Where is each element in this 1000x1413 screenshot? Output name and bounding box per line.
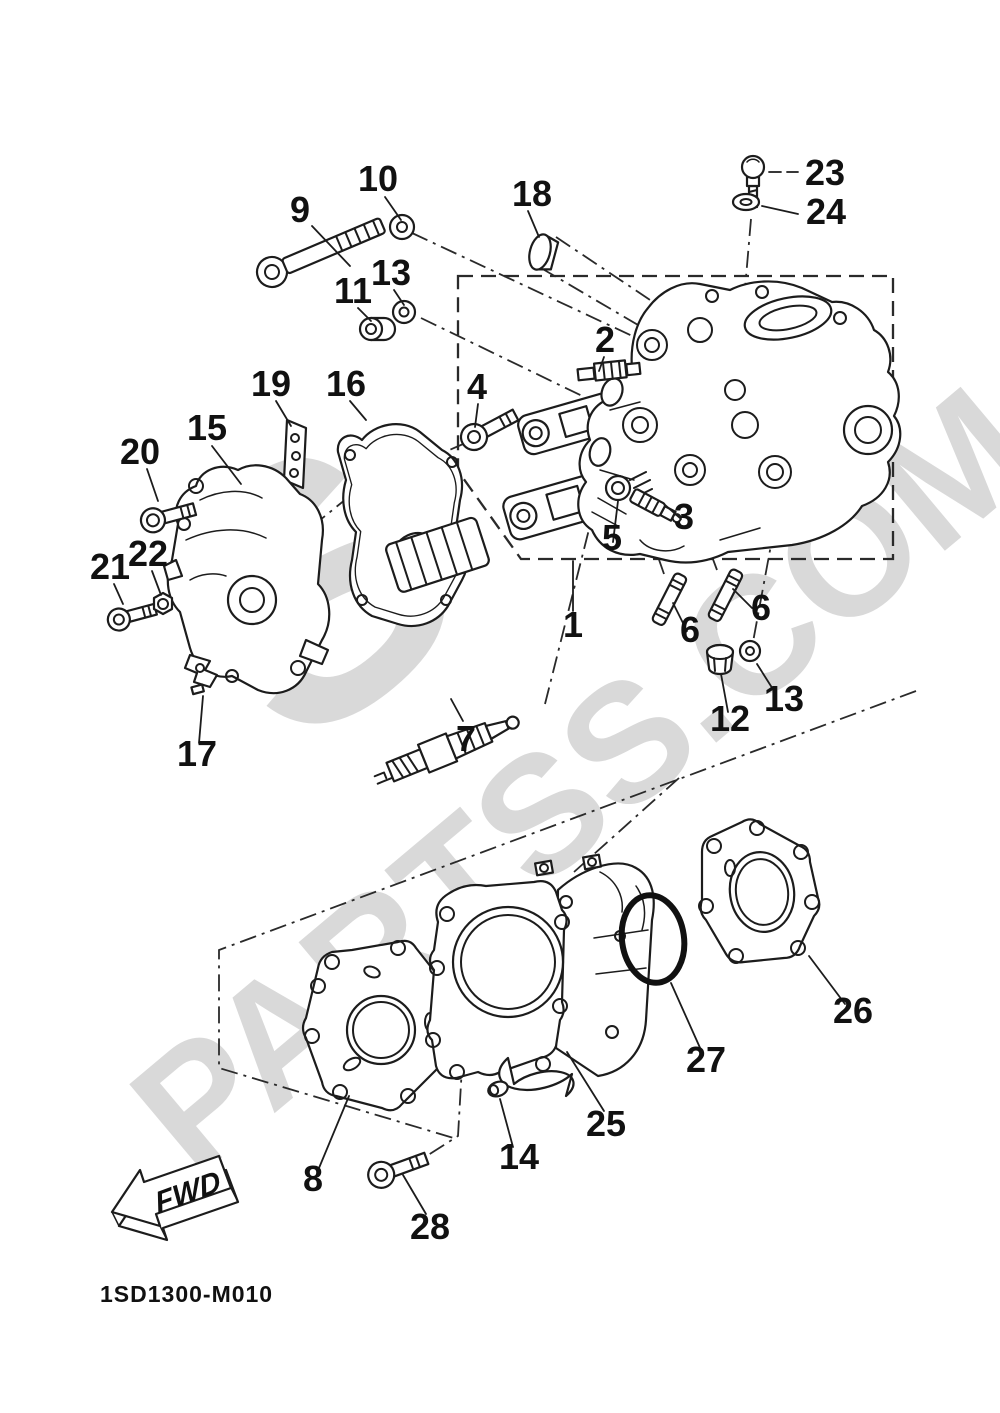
callout-22: 22 [128,533,168,574]
callout-23: 23 [805,152,845,193]
callout-26: 26 [833,990,873,1031]
callout-12: 12 [710,698,750,739]
leader-lines [113,171,846,1215]
callout-15: 15 [187,407,227,448]
part-18-cap-drawing [528,233,560,271]
part-13-washer-upper-drawing [391,299,417,325]
part-17-clamp-drawing [183,653,219,696]
part-21-bolt-drawing [106,602,158,632]
part-20-bolt-drawing [139,502,198,534]
callout-9: 9 [290,189,310,230]
part-6-stud-drawings [651,568,744,626]
part-4-bolt-drawing [459,408,520,452]
callout-13b: 13 [764,678,804,719]
part-11-collar-drawing [358,316,397,342]
part-19-plate-drawing [282,418,308,490]
part-8-cylinder-gasket-drawing [301,939,455,1112]
callout-14: 14 [499,1136,539,1177]
part-7-spark-plug-drawing [373,715,520,785]
part-28-bolt-drawing [367,1151,430,1189]
callout-11: 11 [334,270,372,311]
part-27-oring-drawing [618,892,688,986]
callout-10: 10 [358,158,398,199]
part-24-washer-drawing [731,192,761,212]
part-3-valve-drawing [629,488,682,524]
callout-3: 3 [674,496,694,537]
part-25-cylinder-drawing [425,853,655,1098]
callout-24: 24 [806,191,846,232]
part-9-bolt-drawing [255,217,386,289]
callout-7: 7 [456,718,476,759]
fwd-direction-arrow: FWD [110,1154,240,1242]
callout-8: 8 [303,1158,323,1199]
part-13-washer-lower-drawing [738,639,762,663]
part-14-pin-drawing [487,1080,509,1098]
callout-13a: 13 [371,252,411,293]
callout-5: 5 [602,517,622,558]
callout-16: 16 [326,363,366,404]
callout-28: 28 [410,1206,450,1247]
part-26-head-gasket-drawing [698,818,821,964]
callout-labels: 9 10 11 13 18 23 24 2 19 16 4 15 20 22 2… [90,152,873,1247]
callout-17: 17 [177,733,217,774]
callout-1: 1 [563,604,583,645]
part-12-nut-drawing [705,643,735,676]
callout-2: 2 [595,319,615,360]
callout-21: 21 [90,546,130,587]
part-1-cylinder-head-drawing [577,280,902,564]
part-10-washer-drawing [388,213,416,241]
callout-18: 18 [512,173,552,214]
callout-27: 27 [686,1039,726,1080]
part-5-spring-drawing [604,471,653,502]
diagram-code: 1SD1300-M010 [100,1281,273,1307]
group-box-cylinder [218,690,917,1140]
callout-6b: 6 [751,587,771,628]
callout-25: 25 [586,1103,626,1144]
callout-20: 20 [120,431,160,472]
callout-4: 4 [467,366,487,407]
part-22-nut-drawing [152,591,174,616]
part-2-union-drawing [576,359,642,382]
callout-19: 19 [251,363,291,404]
callout-6a: 6 [680,609,700,650]
part-15-cylinder-head-cover-drawing [162,464,331,695]
